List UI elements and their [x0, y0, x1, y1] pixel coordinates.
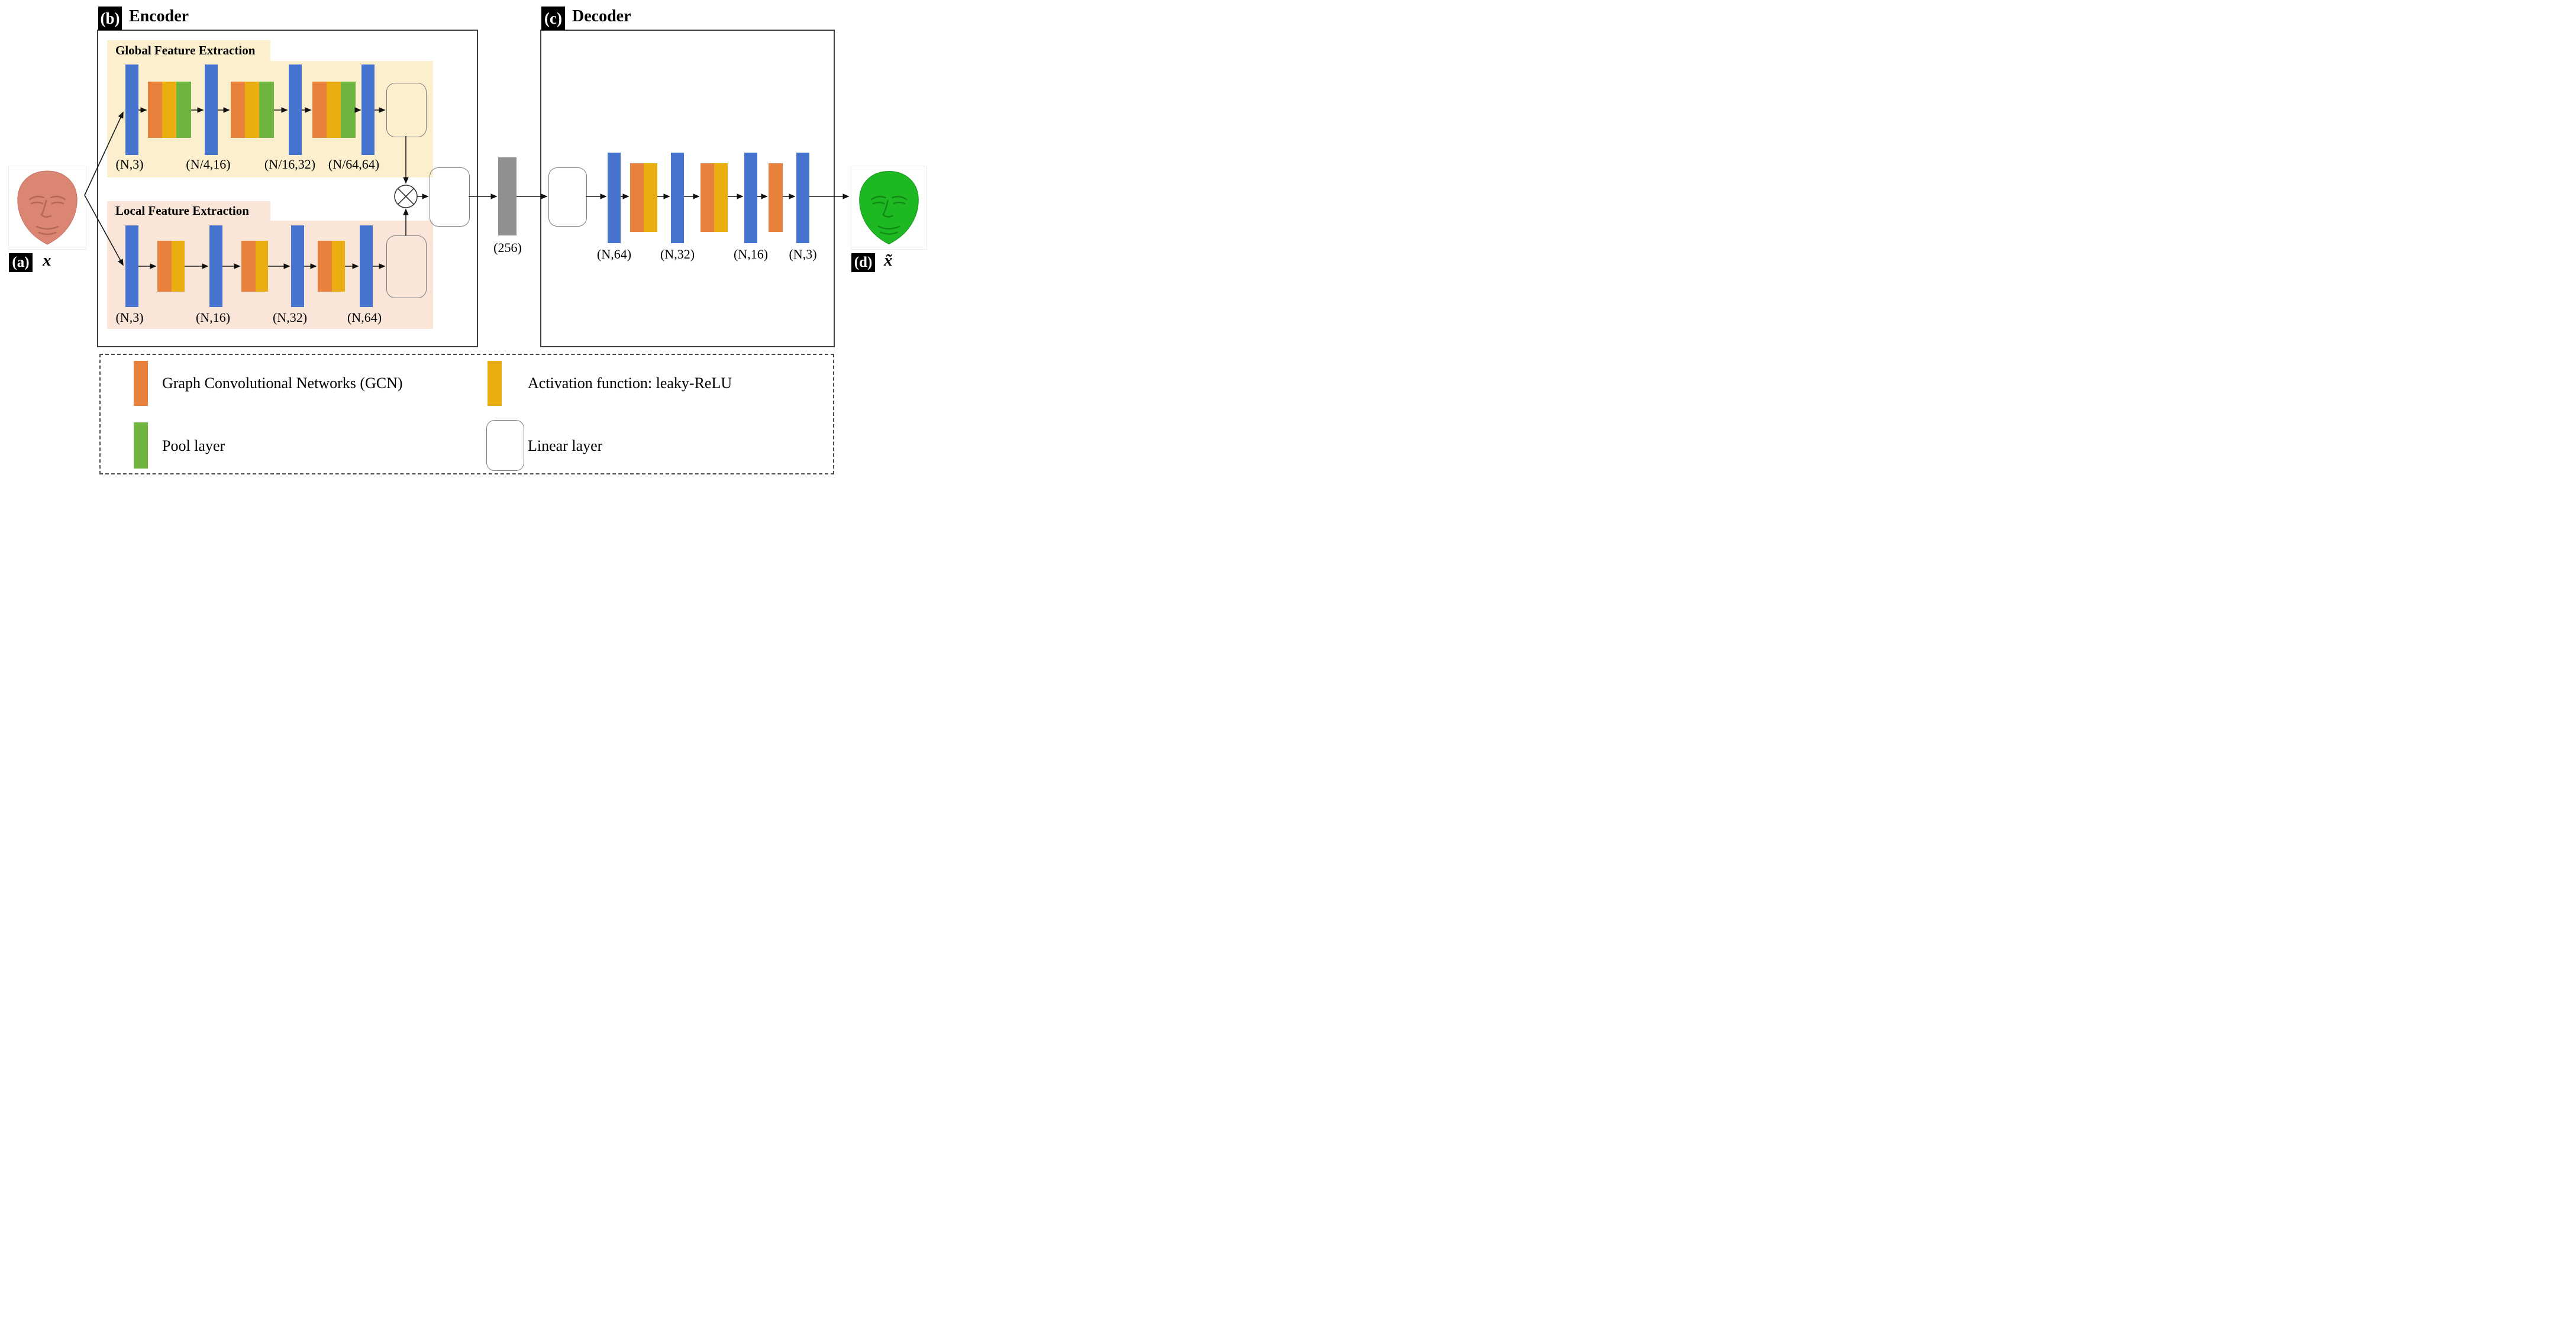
global-gcn-1 — [148, 82, 162, 138]
latent-dim-label: (256) — [493, 240, 522, 255]
local-gcn-1 — [157, 241, 172, 292]
input-face-mesh — [17, 170, 78, 245]
activation-swatch-icon — [488, 361, 502, 406]
global-pool-2 — [259, 82, 274, 138]
global-dim-label-2: (N/4,16) — [186, 157, 231, 172]
decoder-dim-label-3: (N,16) — [733, 247, 769, 261]
legend-linear-label: Linear layer — [528, 437, 603, 454]
decoder-feature-bar-2 — [671, 153, 684, 243]
input-mesh-image — [8, 166, 86, 250]
panel-b-badge: (b) — [98, 7, 122, 30]
decoder-dim-label-4: (N,3) — [789, 247, 817, 261]
global-linear-layer — [386, 83, 427, 137]
global-dim-label-4: (N/64,64) — [328, 157, 380, 172]
global-activation-1 — [162, 82, 176, 138]
global-feature-bar-2 — [205, 64, 218, 155]
global-branch-title: Global Feature Extraction — [115, 43, 256, 57]
local-feature-bar-2 — [209, 225, 222, 307]
output-symbol: x̃ — [884, 251, 893, 270]
decoder-box — [540, 30, 835, 347]
decoder-gcn-2 — [701, 163, 714, 232]
global-activation-3 — [327, 82, 341, 138]
local-feature-bar-1 — [125, 225, 138, 307]
input-symbol: x — [43, 251, 51, 270]
local-activation-3 — [332, 241, 345, 292]
global-activation-2 — [245, 82, 259, 138]
decoder-activation-2 — [714, 163, 728, 232]
decoder-dim-label-2: (N,32) — [660, 247, 695, 261]
global-branch-label-bg — [107, 40, 270, 61]
legend-gcn-label: Graph Convolutional Networks (GCN) — [162, 374, 403, 392]
legend-pool-label: Pool layer — [162, 437, 225, 454]
latent-vector-bar — [498, 157, 517, 235]
local-activation-2 — [256, 241, 268, 292]
linear-swatch-icon — [486, 420, 524, 471]
local-branch-label-bg — [107, 201, 270, 221]
output-face-mesh — [859, 170, 919, 245]
panel-c-badge: (c) — [541, 7, 565, 30]
fusion-linear-layer — [430, 167, 470, 227]
global-gcn-2 — [231, 82, 245, 138]
global-pool-3 — [341, 82, 356, 138]
decoder-title: Decoder — [572, 7, 631, 25]
decoder-feature-bar-3 — [744, 153, 757, 243]
local-dim-label-3: (N,32) — [272, 310, 308, 325]
pool-swatch-icon — [134, 422, 148, 469]
local-linear-layer — [386, 235, 427, 298]
local-feature-bar-3 — [291, 225, 304, 307]
decoder-gcn-1 — [630, 163, 644, 232]
local-branch-bg — [107, 221, 433, 329]
local-dim-label-1: (N,3) — [115, 310, 144, 325]
decoder-feature-bar-4 — [796, 153, 809, 243]
decoder-linear-layer — [548, 167, 587, 227]
global-feature-bar-3 — [289, 64, 302, 155]
decoder-dim-label-1: (N,64) — [596, 247, 632, 261]
global-feature-bar-1 — [125, 64, 138, 155]
decoder-gcn-3 — [769, 163, 783, 232]
gcn-swatch-icon — [134, 361, 148, 406]
global-dim-label-3: (N/16,32) — [264, 157, 316, 172]
panel-d-badge: (d) — [851, 253, 875, 272]
decoder-activation-1 — [644, 163, 657, 232]
global-feature-bar-4 — [361, 64, 375, 155]
global-dim-label-1: (N,3) — [115, 157, 144, 172]
encoder-title: Encoder — [129, 7, 189, 25]
local-branch-title: Local Feature Extraction — [115, 204, 249, 218]
panel-a-badge: (a) — [9, 253, 33, 272]
local-dim-label-4: (N,64) — [347, 310, 382, 325]
network-architecture-figure: (b) Encoder (c) Decoder Global Feature E… — [0, 0, 928, 482]
local-dim-label-2: (N,16) — [195, 310, 231, 325]
local-activation-1 — [172, 241, 185, 292]
local-gcn-2 — [241, 241, 256, 292]
output-mesh-image — [851, 166, 927, 250]
legend-box: Graph Convolutional Networks (GCN) Activ… — [99, 354, 834, 474]
decoder-feature-bar-1 — [608, 153, 621, 243]
local-gcn-3 — [318, 241, 332, 292]
global-gcn-3 — [312, 82, 327, 138]
local-feature-bar-4 — [360, 225, 373, 307]
legend-activation-label: Activation function: leaky-ReLU — [528, 374, 732, 392]
global-pool-1 — [176, 82, 191, 138]
